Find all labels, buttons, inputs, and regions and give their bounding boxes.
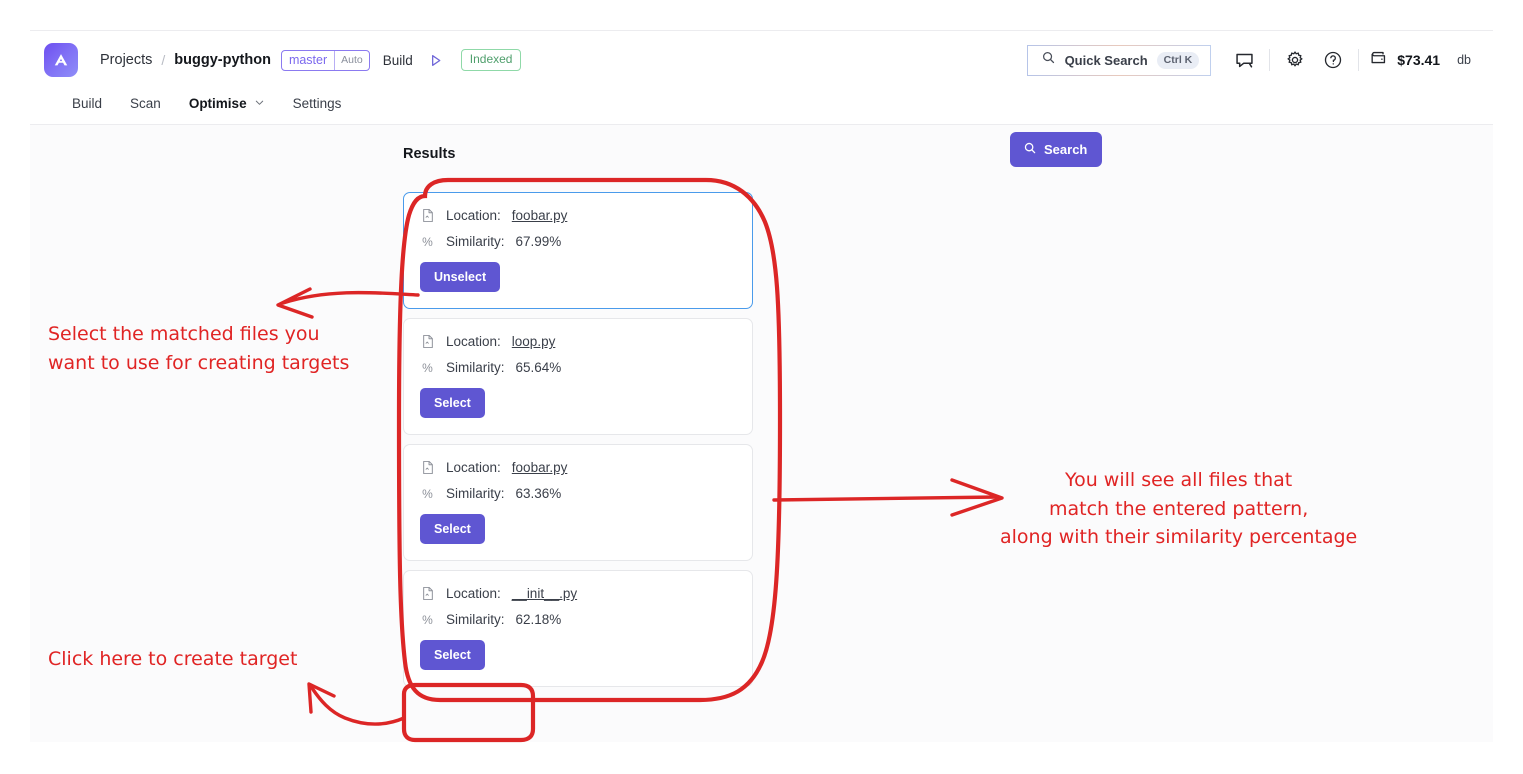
result-location-row: Location: foobar.py [420, 460, 736, 475]
file-document-icon [420, 586, 435, 601]
status-badge: Indexed [460, 49, 522, 71]
result-location-label: Location: [446, 460, 501, 475]
quick-search-button[interactable]: Quick Search Ctrl K [1026, 44, 1212, 76]
result-location-label: Location: [446, 208, 501, 223]
breadcrumb: Projects / buggy-python [100, 52, 271, 68]
result-similarity-row: % Similarity: 62.18% [420, 612, 736, 627]
header-actions: Quick Search Ctrl K [1026, 41, 1471, 79]
user-initials[interactable]: db [1457, 53, 1471, 67]
branch-badge[interactable]: master Auto [280, 49, 370, 71]
app-window: Projects / buggy-python master Auto Buil… [30, 30, 1493, 742]
result-similarity-value: 67.99% [515, 234, 562, 249]
file-document-icon [420, 334, 435, 349]
breadcrumb-projects[interactable]: Projects [100, 52, 153, 68]
subnav-item-label: Scan [130, 96, 161, 111]
search-button-label: Search [1044, 142, 1088, 157]
search-icon [1041, 50, 1056, 70]
percent-icon: % [422, 360, 433, 375]
result-select-button[interactable]: Select [420, 514, 485, 544]
header-divider-2 [1358, 49, 1360, 71]
sub-navigation: Build Scan Optimise Settings [30, 89, 1493, 125]
subnav-item-optimise[interactable]: Optimise [189, 96, 265, 111]
result-similarity-value: 62.18% [515, 612, 562, 627]
result-select-button[interactable]: Unselect [420, 262, 501, 292]
result-location-value[interactable]: foobar.py [511, 208, 568, 223]
file-document-icon [420, 208, 435, 223]
result-location-row: Location: loop.py [420, 334, 736, 349]
result-card[interactable]: Location: foobar.py % Similarity: 63.36%… [403, 444, 753, 561]
result-location-row: Location: foobar.py [420, 208, 736, 223]
branch-divider [334, 50, 336, 70]
result-location-label: Location: [446, 334, 501, 349]
result-similarity-label: Similarity: [446, 360, 505, 375]
app-header: Projects / buggy-python master Auto Buil… [30, 31, 1493, 89]
result-location-value[interactable]: foobar.py [511, 460, 568, 475]
chevron-down-icon [254, 96, 265, 111]
subnav-item-label: Build [72, 96, 103, 111]
result-similarity-label: Similarity: [446, 234, 505, 249]
header-build-label: Build [382, 52, 413, 68]
result-similarity-row: % Similarity: 67.99% [420, 234, 736, 249]
result-similarity-value: 65.64% [515, 360, 562, 375]
percent-icon: % [422, 486, 433, 501]
result-location-label: Location: [446, 586, 501, 601]
wallet-icon [1369, 48, 1388, 72]
branch-mode: Auto [341, 54, 363, 66]
branch-name: master [288, 53, 328, 67]
result-card[interactable]: Location: loop.py % Similarity: 65.64% S… [403, 318, 753, 435]
result-similarity-label: Similarity: [446, 486, 505, 501]
file-document-icon [420, 460, 435, 475]
question-circle-icon[interactable] [1314, 41, 1352, 79]
search-button[interactable]: Search [1010, 132, 1103, 167]
result-select-button[interactable]: Select [420, 640, 485, 670]
breadcrumb-separator: / [161, 52, 166, 68]
result-similarity-value: 63.36% [515, 486, 562, 501]
result-location-value[interactable]: __init__.py [511, 586, 578, 601]
result-similarity-row: % Similarity: 63.36% [420, 486, 736, 501]
results-heading: Results [403, 146, 456, 162]
result-similarity-label: Similarity: [446, 612, 505, 627]
play-icon[interactable] [427, 52, 444, 69]
breadcrumb-project-name[interactable]: buggy-python [174, 52, 271, 68]
wallet-balance[interactable]: $73.41 [1369, 48, 1440, 72]
result-card[interactable]: Location: foobar.py % Similarity: 67.99%… [403, 192, 753, 309]
result-select-button[interactable]: Select [420, 388, 485, 418]
quick-search-label: Quick Search [1064, 52, 1148, 68]
quick-search-shortcut: Ctrl K [1156, 51, 1200, 69]
result-location-value[interactable]: loop.py [511, 334, 556, 349]
subnav-item-scan[interactable]: Scan [130, 96, 161, 111]
wallet-amount: $73.41 [1397, 52, 1441, 68]
content-area: Results Search [30, 125, 1493, 742]
header-divider-1 [1269, 49, 1271, 71]
search-icon [1023, 141, 1037, 158]
app-logo-a-icon[interactable] [44, 43, 78, 77]
gear-icon[interactable] [1276, 41, 1314, 79]
result-similarity-row: % Similarity: 65.64% [420, 360, 736, 375]
subnav-item-label: Optimise [188, 96, 247, 111]
result-card[interactable]: Location: __init__.py % Similarity: 62.1… [403, 570, 753, 687]
percent-icon: % [422, 612, 433, 627]
subnav-item-build[interactable]: Build [72, 96, 102, 111]
subnav-item-label: Settings [292, 96, 342, 111]
result-location-row: Location: __init__.py [420, 586, 736, 601]
chat-bubble-icon[interactable] [1225, 41, 1263, 79]
percent-icon: % [422, 234, 433, 249]
subnav-item-settings[interactable]: Settings [293, 96, 342, 111]
results-list: Location: foobar.py % Similarity: 67.99%… [403, 192, 753, 696]
